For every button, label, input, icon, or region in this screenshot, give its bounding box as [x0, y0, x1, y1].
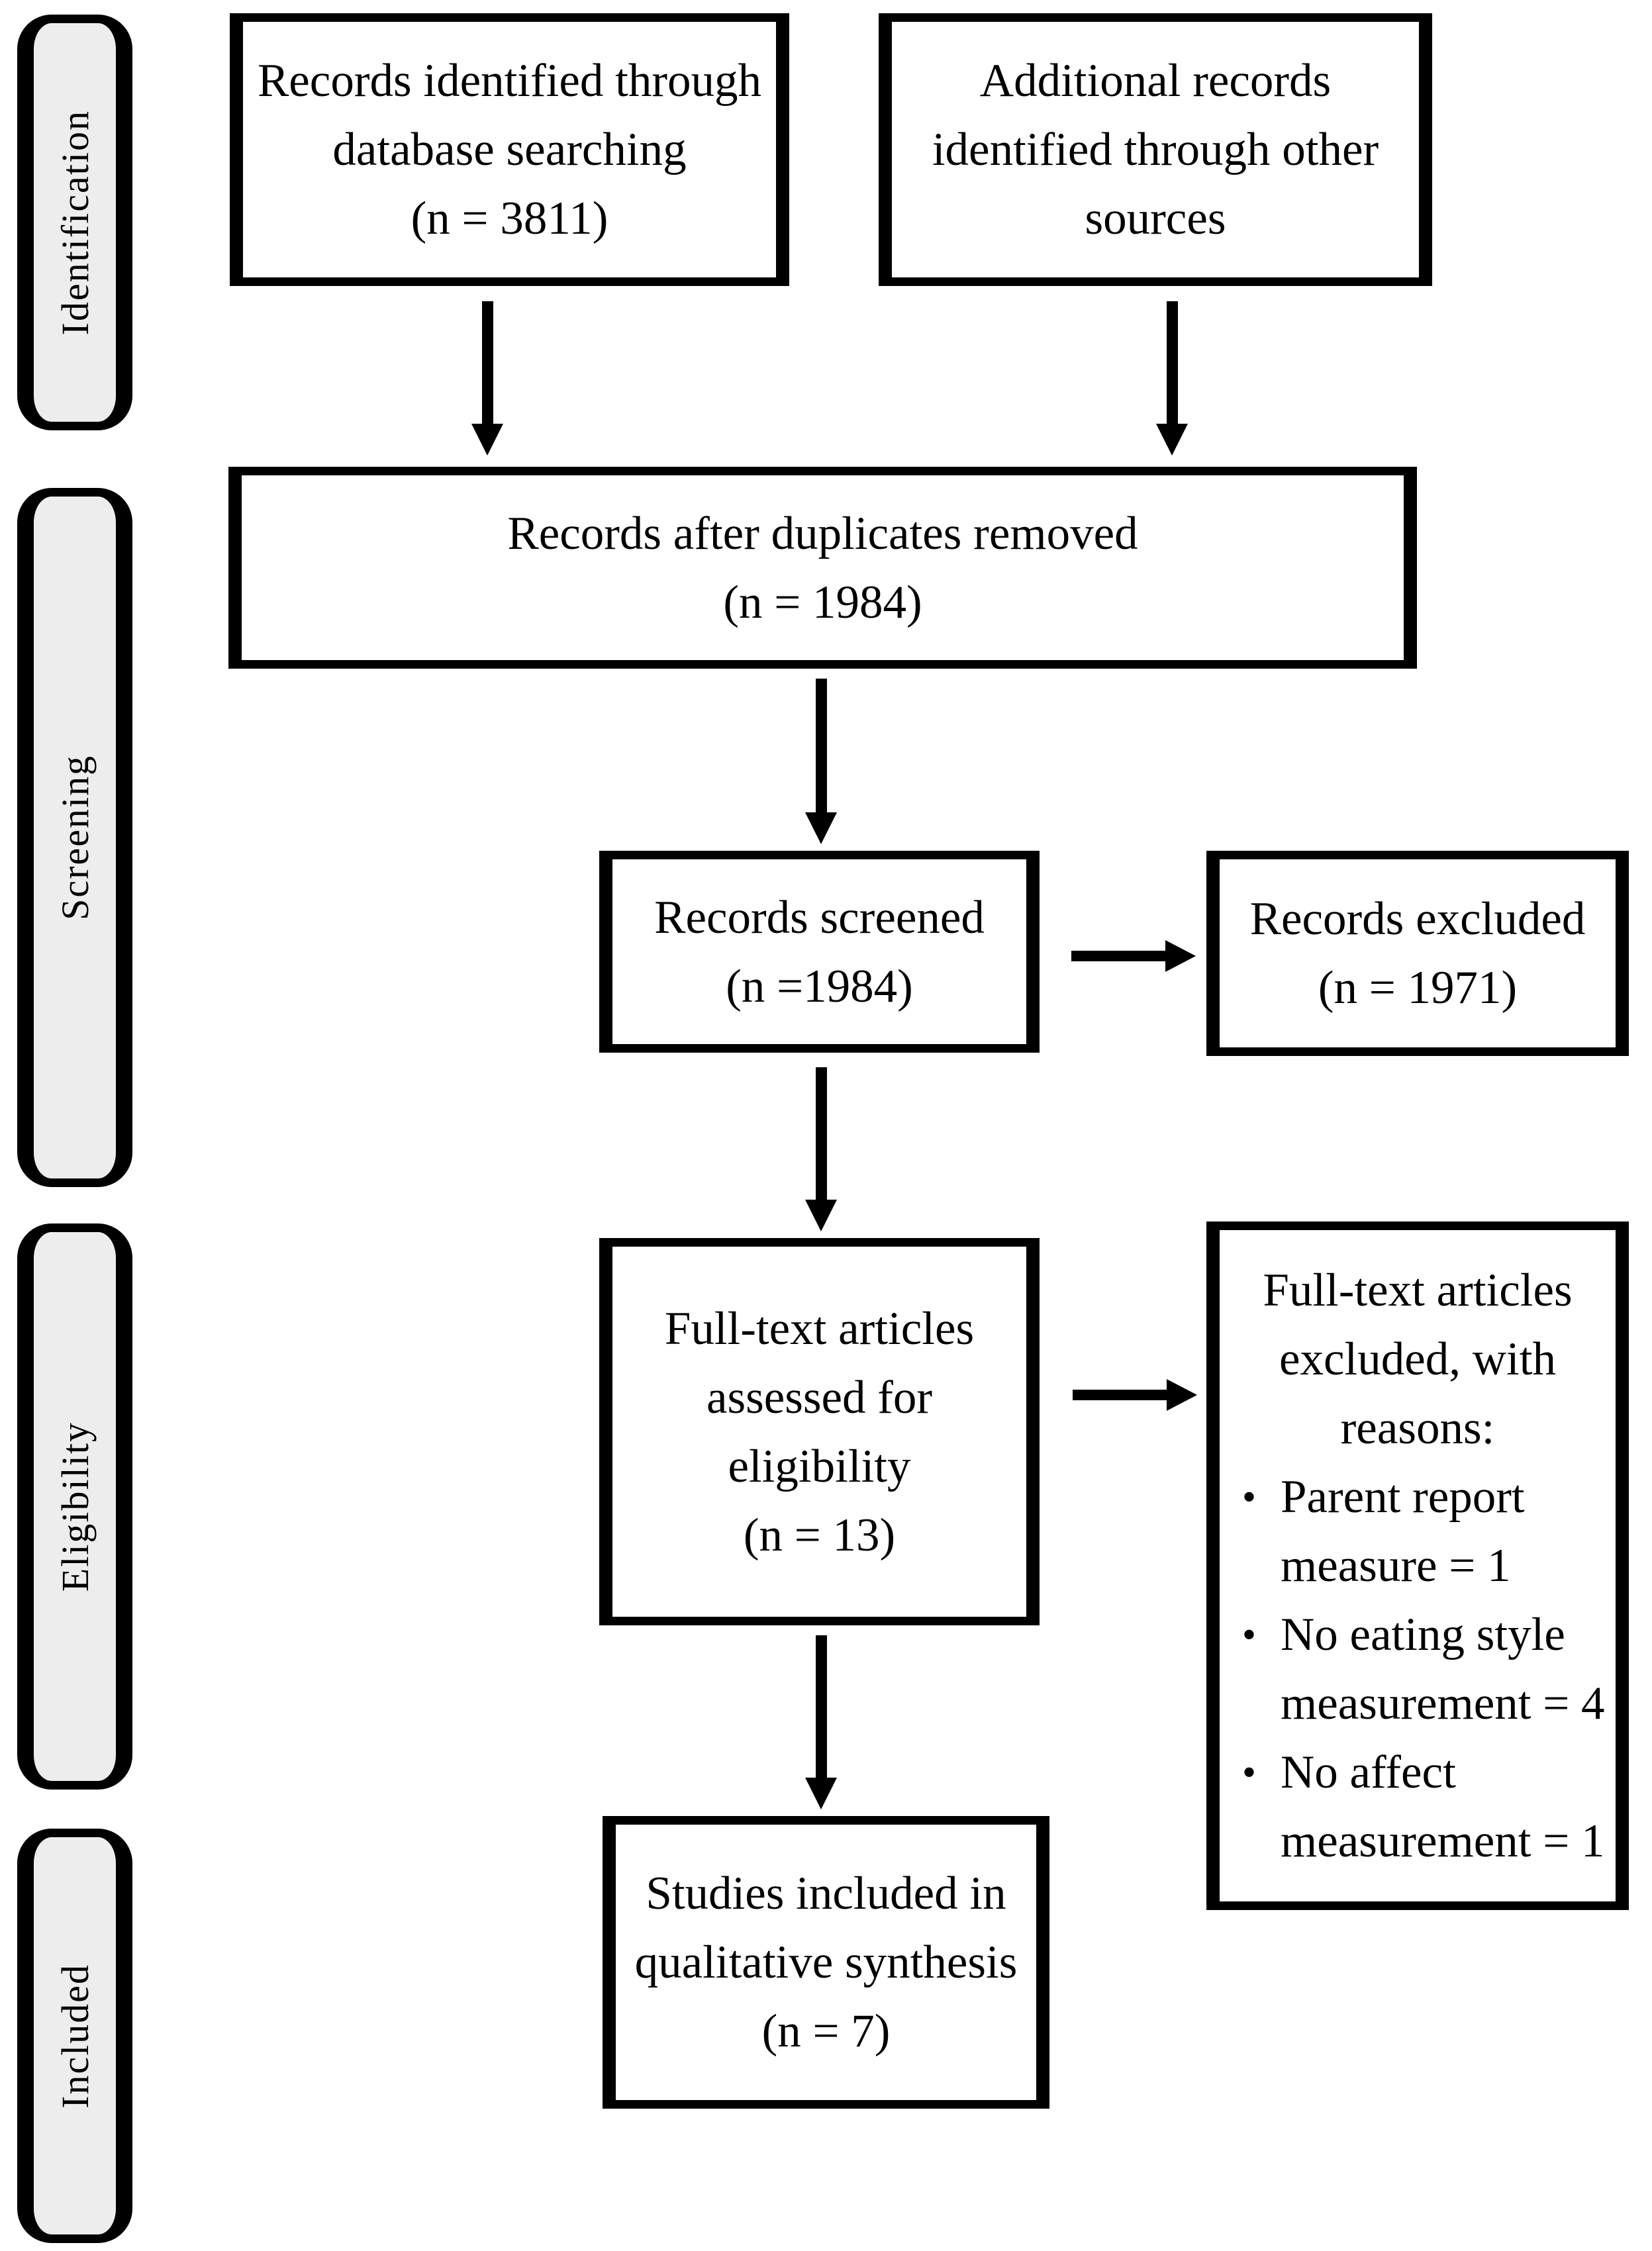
arrow-head-icon — [1156, 424, 1188, 455]
arrow-head-icon — [805, 1200, 837, 1231]
arrow-down-additional-to-duplicates — [1156, 301, 1188, 455]
arrow-shaft — [1073, 1390, 1167, 1400]
stage-label-text: Screening — [53, 755, 97, 920]
exclusion-reason-item: • No affect measurement = 1 — [1226, 1738, 1609, 1876]
box-additional-records: Additional records identified through ot… — [879, 13, 1432, 286]
stage-label-screening: Screening — [17, 488, 132, 1187]
arrow-head-icon — [471, 424, 503, 455]
arrow-down-fulltext-to-included — [805, 1635, 837, 1809]
stage-label-text: Eligibility — [53, 1421, 97, 1592]
box-studies-included: Studies included in qualitative synthesi… — [603, 1816, 1049, 2109]
text-line: No affect — [1281, 1747, 1456, 1798]
stage-label-text: Included — [53, 1963, 97, 2109]
arrow-shaft — [1166, 301, 1178, 424]
arrow-head-icon — [1165, 940, 1196, 972]
stage-label-text: Identification — [53, 109, 97, 336]
text-line: Studies included in — [646, 1868, 1006, 1919]
stage-label-eligibility: Eligibility — [17, 1223, 132, 1790]
arrow-down-screened-to-fulltext — [805, 1067, 837, 1231]
arrow-shaft — [481, 301, 493, 424]
stage-label-identification: Identification — [17, 15, 132, 430]
box-fulltext-assessed: Full-text articles assessed for eligibil… — [599, 1238, 1040, 1625]
text-line: (n = 13) — [743, 1509, 896, 1561]
text-line: No eating style — [1281, 1609, 1565, 1660]
arrow-right-fulltext-to-excluded-reasons — [1073, 1379, 1197, 1411]
text-line: assessed for — [706, 1371, 933, 1423]
bullet-icon: • — [1242, 1613, 1257, 1656]
text-line: Parent report — [1281, 1471, 1525, 1523]
text-line: measurement = 4 — [1281, 1678, 1605, 1729]
text-line: measurement = 1 — [1281, 1815, 1605, 1867]
text-line: (n = 3811) — [411, 193, 608, 244]
exclusion-reason-item: • Parent report measure = 1 — [1226, 1462, 1609, 1600]
arrow-right-screened-to-excluded — [1071, 940, 1196, 972]
text-line: eligibility — [728, 1440, 911, 1492]
text-line: Additional records — [979, 55, 1332, 107]
text-line: (n = 1971) — [1318, 962, 1518, 1014]
text-line: identified through other — [932, 124, 1379, 175]
text-line: Records screened — [654, 891, 985, 943]
text-line: Full-text articles — [664, 1302, 975, 1355]
text-line: (n =1984) — [726, 960, 913, 1012]
text-line: measure = 1 — [1281, 1540, 1511, 1592]
text-line: Records excluded — [1249, 893, 1586, 945]
arrow-head-icon — [1167, 1379, 1197, 1411]
text-line: Full-text articles — [1263, 1265, 1573, 1316]
arrow-shaft — [815, 1635, 827, 1778]
box-duplicates-removed: Records after duplicates removed (n = 19… — [228, 467, 1417, 669]
box-records-identified: Records identified through database sear… — [230, 13, 789, 286]
arrow-head-icon — [805, 1778, 837, 1809]
arrow-shaft — [815, 679, 827, 812]
text-line: excluded, with — [1279, 1333, 1556, 1385]
text-line: reasons: — [1340, 1402, 1495, 1454]
text-line: Records identified through — [257, 55, 762, 107]
text-line: qualitative synthesis — [634, 1937, 1018, 1988]
arrow-head-icon — [805, 812, 837, 844]
text-line: (n = 1984) — [723, 576, 922, 628]
arrow-down-duplicates-to-screened — [805, 679, 837, 844]
text-line: (n = 7) — [761, 2005, 891, 2057]
text-line: sources — [1085, 193, 1226, 244]
box-records-excluded: Records excluded (n = 1971) — [1206, 851, 1629, 1056]
text-line: Records after duplicates removed — [507, 507, 1138, 559]
box-fulltext-excluded-with-reasons: Full-text articles excluded, with reason… — [1206, 1221, 1629, 1910]
arrow-shaft — [815, 1067, 827, 1200]
arrow-down-identified-to-duplicates — [471, 301, 503, 455]
text-line: database searching — [332, 124, 687, 175]
bullet-icon: • — [1242, 1475, 1257, 1519]
arrow-shaft — [1071, 951, 1165, 961]
bullet-icon: • — [1242, 1750, 1257, 1794]
box-records-screened: Records screened (n =1984) — [599, 851, 1040, 1053]
stage-label-included: Included — [17, 1829, 132, 2243]
exclusion-reason-item: • No eating style measurement = 4 — [1226, 1600, 1609, 1738]
